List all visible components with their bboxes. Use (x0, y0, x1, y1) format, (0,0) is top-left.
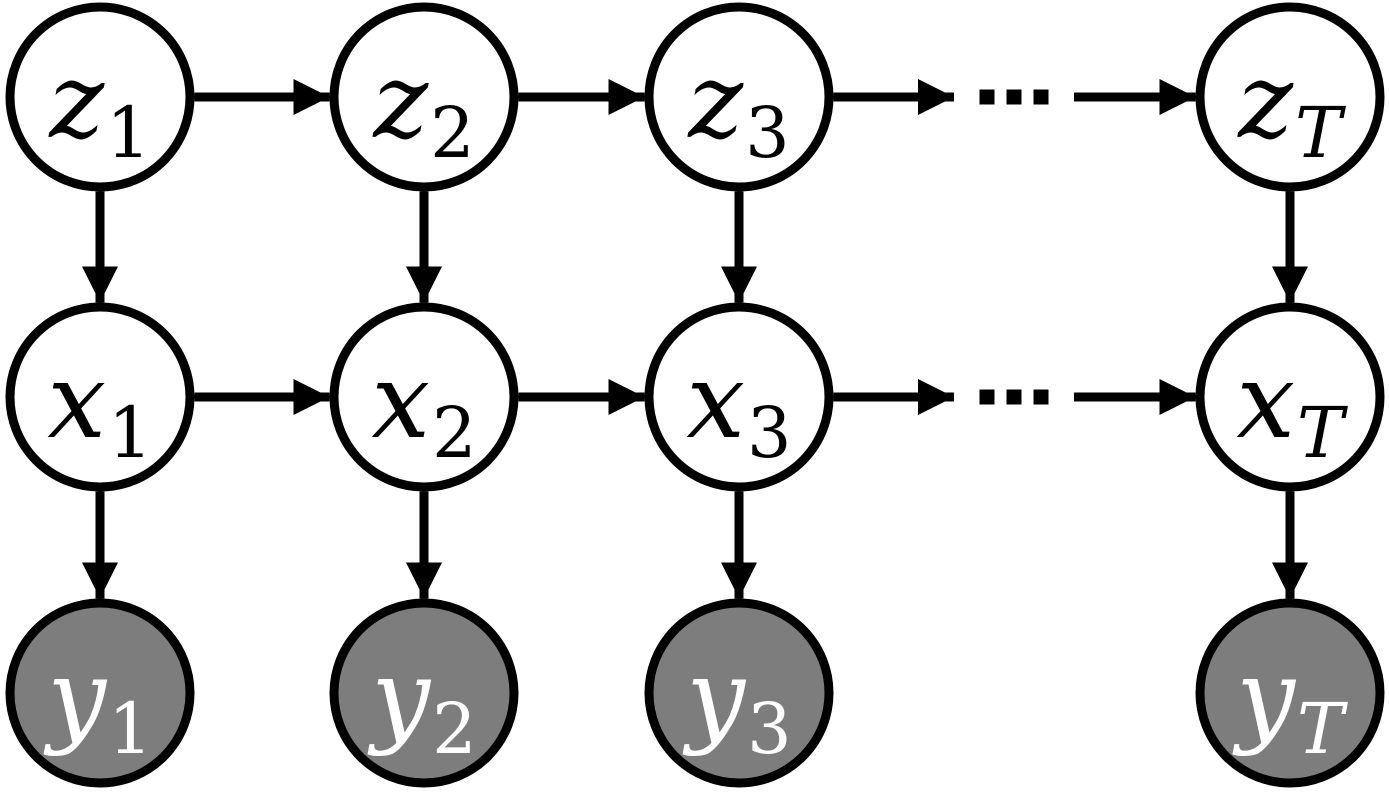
node-label-x2: x2 (371, 340, 476, 474)
node-label-x1: x1 (47, 340, 152, 474)
node-x2: x2 (329, 302, 519, 492)
node-label-y1: y1 (43, 636, 152, 770)
node-label-zT: zT (1236, 40, 1346, 174)
node-circle-z1 (5, 2, 195, 192)
node-xT: xT (1195, 302, 1385, 492)
node-label-x3: x3 (686, 340, 791, 474)
node-y3: y3 (644, 598, 834, 788)
node-circle-x1 (5, 302, 195, 492)
ellipsis-dot (1006, 389, 1022, 405)
node-z3: z3 (644, 2, 834, 192)
node-circle-yT (1195, 598, 1385, 788)
ellipsis-dot (979, 389, 995, 405)
node-circle-x3 (644, 302, 834, 492)
node-circle-y1 (5, 598, 195, 788)
node-label-z3: z3 (686, 40, 789, 174)
node-zT: zT (1195, 2, 1385, 192)
node-z1: z1 (5, 2, 195, 192)
node-y1: y1 (5, 598, 195, 788)
node-y2: y2 (329, 598, 519, 788)
node-circle-x2 (329, 302, 519, 492)
ellipsis-dots-x (979, 389, 1049, 405)
node-circle-z3 (644, 2, 834, 192)
node-label-yT: yT (1232, 636, 1348, 770)
ellipsis-dot (1033, 389, 1049, 405)
ellipsis-dot (1006, 89, 1022, 105)
node-circle-y3 (644, 598, 834, 788)
node-x1: x1 (5, 302, 195, 492)
node-z2: z2 (329, 2, 519, 192)
node-label-y2: y2 (367, 636, 476, 770)
node-label-z1: z1 (47, 40, 150, 174)
ellipsis-dot (1033, 89, 1049, 105)
node-yT: yT (1195, 598, 1385, 788)
node-circle-xT (1195, 302, 1385, 492)
node-label-z2: z2 (371, 40, 474, 174)
ellipsis-dot (979, 89, 995, 105)
ellipsis-dots-z (979, 89, 1049, 105)
node-label-xT: xT (1236, 340, 1348, 474)
node-x3: x3 (644, 302, 834, 492)
node-label-y3: y3 (682, 636, 791, 770)
node-circle-y2 (329, 598, 519, 788)
node-circle-z2 (329, 2, 519, 192)
node-circle-zT (1195, 2, 1385, 192)
